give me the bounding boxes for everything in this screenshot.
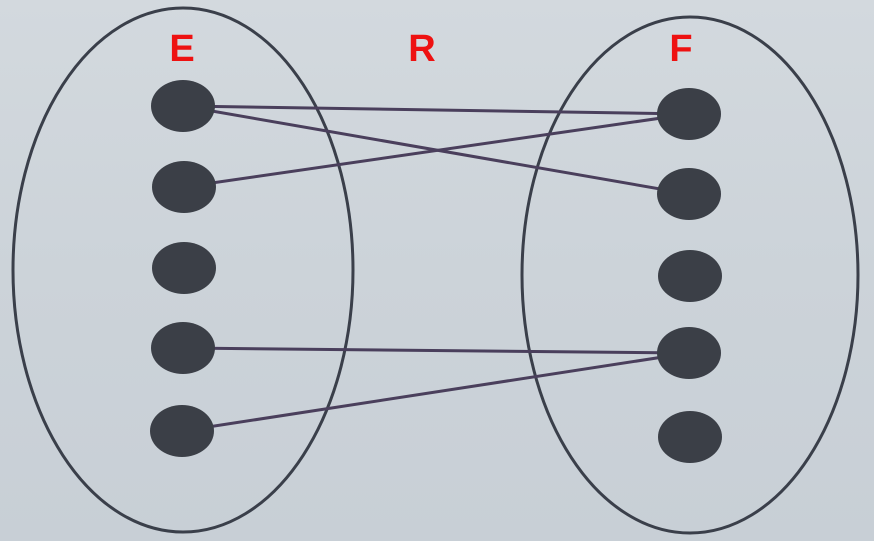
node-e5 [150,405,214,457]
node-f3 [658,250,722,302]
set-e-elements [150,80,216,457]
node-e3 [152,242,216,294]
edge-e4-f4 [181,346,691,355]
relation-label: R [408,28,436,70]
node-f2 [657,168,721,220]
set-f-elements [657,88,722,463]
node-f1 [657,88,721,140]
set-f-label: F [669,28,693,70]
set-e-outline [11,6,355,534]
node-e1 [151,80,215,132]
node-e2 [152,161,216,213]
node-f4 [657,327,721,379]
node-f5 [658,411,722,463]
node-e4 [151,322,215,374]
set-e-label: E [169,28,195,70]
edge-e1-f1 [181,104,691,116]
relation-edges [180,104,691,433]
edge-e5-f4 [180,351,691,433]
set-f-outline [520,15,860,535]
edge-e2-f1 [182,112,691,189]
